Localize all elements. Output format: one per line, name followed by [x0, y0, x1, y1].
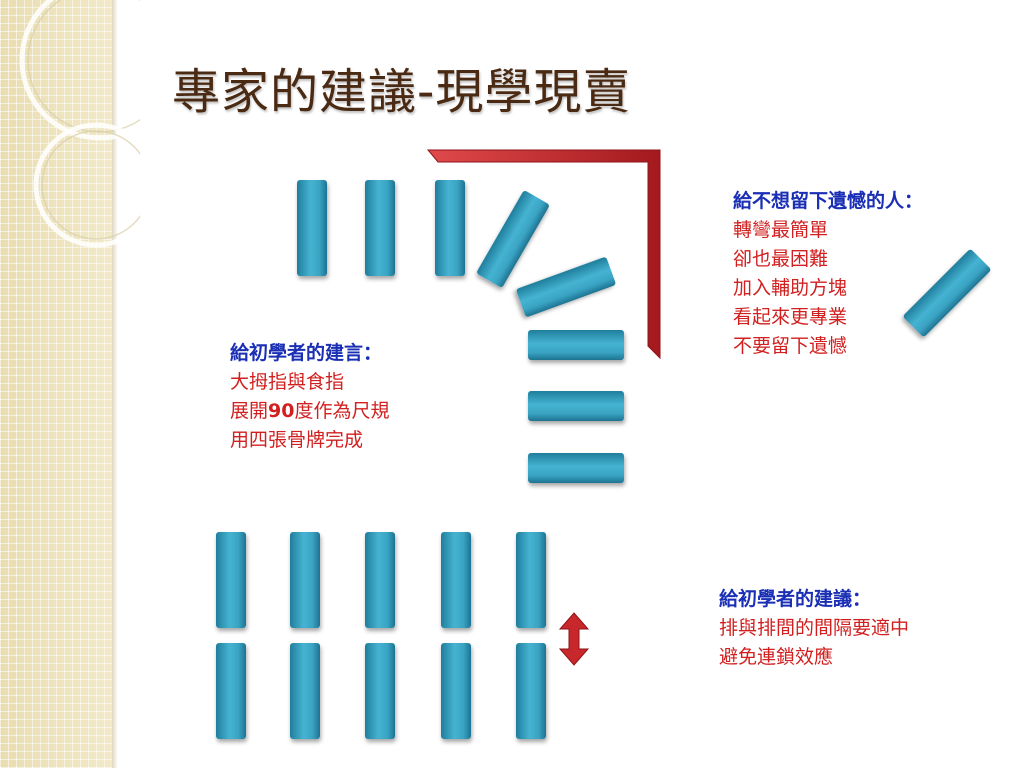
note-line: 加入輔助方塊 [733, 277, 848, 299]
no-regret-note: 給不想留下遺憾的人： 轉彎最簡單 卻也最困難 加入輔助方塊 看起來更專業 不要留… [733, 187, 923, 361]
note-heading: 給初學者的建言： [230, 342, 383, 364]
domino-tile [435, 180, 465, 276]
domino-tile [528, 453, 624, 483]
domino-tile [290, 532, 320, 628]
domino-tile [216, 643, 246, 739]
note-line-number: 90 [268, 400, 295, 422]
domino-tile [365, 643, 395, 739]
note-line: 看起來更專業 [733, 306, 848, 328]
domino-tile [216, 532, 246, 628]
note-heading: 給不想留下遺憾的人： [733, 190, 924, 212]
domino-tile [516, 532, 546, 628]
domino-tile [516, 643, 546, 739]
sidebar-shadow [112, 0, 118, 768]
domino-tile [290, 643, 320, 739]
beginner-tips-note: 給初學者的建言： 大拇指與食指 展開90度作為尺規 用四張骨牌完成 [230, 339, 389, 455]
domino-tile [441, 643, 471, 739]
note-line: 卻也最困難 [733, 248, 829, 270]
note-line: 轉彎最簡單 [733, 219, 829, 241]
double-arrow-icon [558, 612, 590, 666]
domino-tile [528, 391, 624, 421]
spacing-advice-note: 給初學者的建議： 排與排間的間隔要適中 避免連鎖效應 [719, 585, 909, 672]
domino-tile [441, 532, 471, 628]
note-line: 用四張骨牌完成 [230, 429, 364, 451]
decorative-rings [19, 0, 140, 248]
domino-tile [297, 180, 327, 276]
note-line-part: 度作為尺規 [294, 400, 390, 422]
note-line: 大拇指與食指 [230, 371, 345, 393]
note-line-part: 展開 [230, 400, 269, 422]
slide-title: 專家的建議-現學現賣 [172, 64, 632, 120]
decorative-sidebar [0, 0, 112, 768]
note-line: 避免連鎖效應 [719, 646, 834, 668]
domino-tile [365, 180, 395, 276]
domino-tile [365, 532, 395, 628]
domino-tile [528, 330, 624, 360]
note-heading: 給初學者的建議： [719, 588, 872, 610]
right-angle-ruler [426, 149, 661, 360]
note-line: 不要留下遺憾 [733, 335, 848, 357]
note-line: 展開90度作為尺規 [230, 397, 389, 426]
note-line: 排與排間的間隔要適中 [719, 617, 910, 639]
